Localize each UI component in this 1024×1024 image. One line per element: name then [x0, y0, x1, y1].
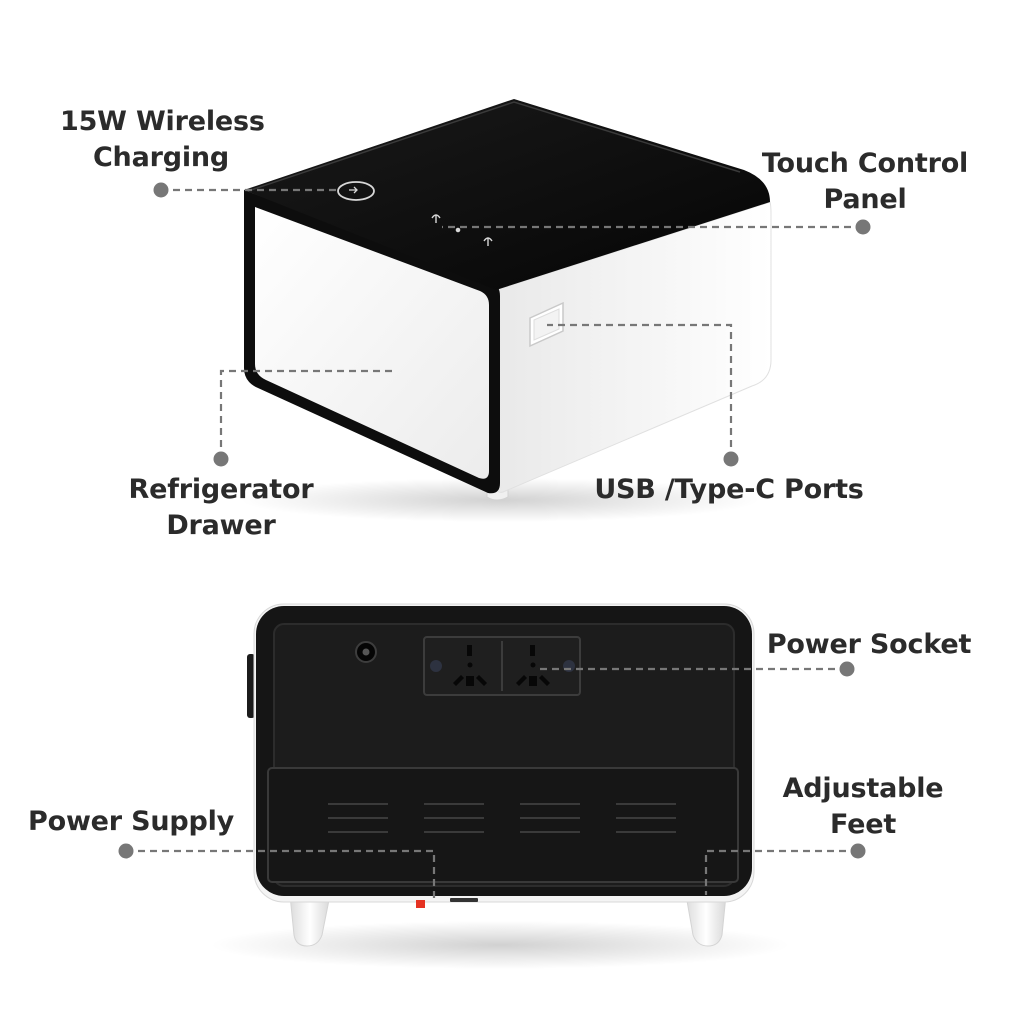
- leader-dots: [118, 182, 871, 859]
- label-touch-line-2: Panel: [823, 184, 907, 215]
- dc-power-jack: [355, 641, 377, 663]
- label-feet-line-1: Adjustable: [782, 773, 944, 804]
- label-usb-line-1: USB /Type-C Ports: [594, 474, 864, 505]
- usb-port-panel: [529, 301, 564, 348]
- universal-socket-icon: [453, 645, 487, 686]
- label-supply-line-1: Power Supply: [28, 806, 235, 837]
- leader-usb: [547, 323, 733, 459]
- wireless-charging-icon: [337, 181, 375, 201]
- fridge-table-rear-view: [210, 603, 790, 969]
- label-power-socket: Power Socket: [766, 627, 972, 663]
- label-socket-line-1: Power Socket: [766, 629, 972, 660]
- label-wireless-line-2: Charging: [92, 142, 230, 173]
- label-drawer-line-2: Drawer: [166, 510, 276, 541]
- left-leg: [289, 894, 331, 947]
- label-adjustable-feet: Adjustable Feet: [780, 771, 946, 843]
- power-socket-plate: [423, 636, 581, 696]
- label-touch-line-1: Touch Control: [761, 148, 969, 179]
- leader-drawer: [219, 369, 392, 459]
- leader-supply: [126, 849, 436, 898]
- label-power-supply: Power Supply: [28, 804, 234, 840]
- label-touch-control-panel: Touch Control Panel: [760, 146, 970, 218]
- leader-lines: [126, 188, 863, 898]
- label-usb-ports: USB /Type-C Ports: [590, 472, 868, 508]
- right-leg: [685, 894, 727, 947]
- refrigerator-drawer-panel: [255, 207, 489, 479]
- fridge-table-front-view: [240, 99, 772, 522]
- leader-feet: [704, 849, 858, 895]
- universal-socket-icon: [516, 645, 550, 686]
- vent-cover: [267, 767, 739, 883]
- label-wireless-charging: 15W Wireless Charging: [60, 104, 265, 176]
- label-refrigerator-drawer: Refrigerator Drawer: [128, 472, 314, 544]
- label-wireless-line-1: 15W Wireless: [60, 106, 265, 137]
- side-panel: [495, 201, 772, 493]
- label-drawer-line-1: Refrigerator: [128, 474, 314, 505]
- touch-button-icon: [431, 214, 493, 246]
- glass-top-panel: [244, 99, 770, 290]
- vent-slot-icon: [328, 803, 676, 833]
- label-feet-line-2: Feet: [829, 809, 897, 840]
- power-switch: [416, 900, 425, 908]
